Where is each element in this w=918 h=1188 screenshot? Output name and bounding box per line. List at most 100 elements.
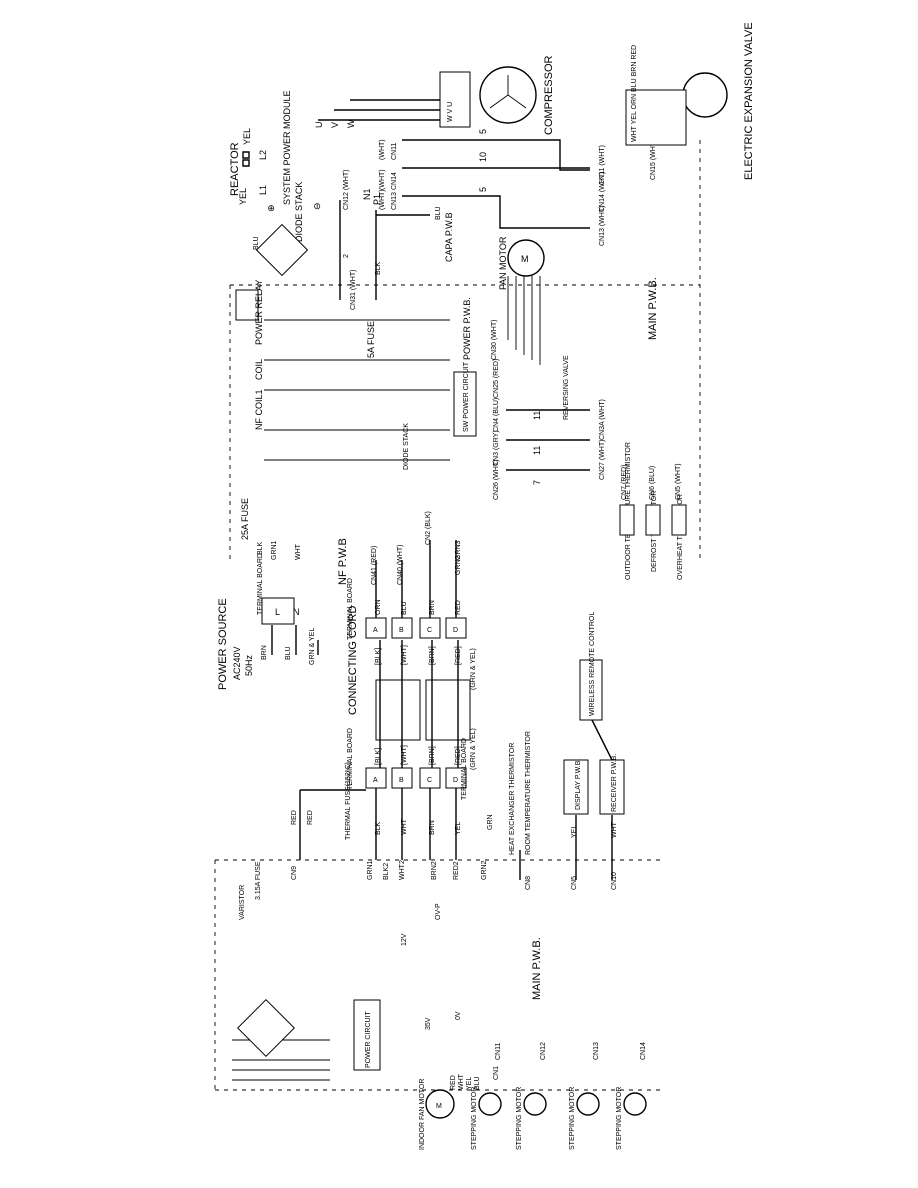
power-voltage: AC240V bbox=[232, 646, 242, 680]
indoor-cn1-label: CN1 bbox=[493, 1066, 500, 1080]
p1-label: P1 bbox=[372, 194, 382, 205]
thermistor-3 bbox=[671, 504, 687, 536]
receiver-pwb-label: RECEIVER P.W.B. bbox=[611, 754, 618, 812]
tb-d: D bbox=[453, 627, 458, 634]
room-temp-thermistor-label: ROOM TEMPERATURE THERMISTOR bbox=[525, 731, 532, 855]
power-circuit-label: POWER CIRCUIT bbox=[365, 1011, 372, 1069]
eev-wires: WHT YEL ORN BLU BRN RED bbox=[631, 45, 638, 142]
cn6-label: CN6 (BLU) bbox=[649, 466, 656, 500]
ps-blu: BLU bbox=[285, 646, 292, 660]
fuse-25a-label: 25A FUSE bbox=[240, 498, 250, 540]
eev-connector bbox=[625, 89, 687, 146]
power-pwb-label: POWER P.W.B. bbox=[462, 297, 472, 360]
cn9-label: CN9 bbox=[291, 866, 298, 880]
power-relay-label: POWER RELAY bbox=[254, 280, 264, 345]
eev-label: ELECTRIC EXPANSION VALVE bbox=[743, 22, 755, 180]
capa-blu: BLU bbox=[435, 206, 442, 220]
compressor: W V U COMPRESSOR bbox=[439, 55, 555, 135]
compressor-label: COMPRESSOR bbox=[543, 55, 555, 135]
cn41-label: CN41 (RED) bbox=[371, 546, 378, 585]
sw-power-circuit-label: SW POWER CIRCUIT bbox=[463, 361, 470, 432]
power-source-label: POWER SOURCE bbox=[217, 598, 229, 690]
reversing-valve-label: REVERSING VALVE bbox=[563, 355, 570, 420]
tb-top-wires bbox=[375, 540, 457, 618]
cn11-color: (WHT) bbox=[379, 139, 386, 160]
capa-pwb: CN12 (WHT) CAPA P.W.B CN31 (WHT) 2 BLK B… bbox=[339, 170, 454, 310]
outdoor-harness bbox=[402, 139, 590, 229]
overheat-thermistor-label: OVERHEAT THERMISTOR bbox=[677, 494, 684, 580]
motor-cn13: CN13 bbox=[593, 1042, 600, 1060]
spm-minus: ⊖ bbox=[312, 202, 322, 210]
coil-label: COIL bbox=[254, 359, 264, 380]
diode-stack-label: DIODE STACK bbox=[294, 182, 304, 242]
fuse-315a-label: 3.15A FUSE bbox=[255, 861, 262, 900]
indoor-tb-label: TERMINAL BOARD bbox=[347, 728, 354, 790]
reactor-label: REACTOR bbox=[229, 142, 241, 196]
spm-plus: ⊕ bbox=[266, 204, 276, 212]
diode-bridge bbox=[255, 223, 309, 277]
compressor-windings bbox=[489, 75, 527, 109]
motor-cn11: CN11 bbox=[495, 1043, 502, 1060]
wire-count-7: 7 bbox=[532, 480, 542, 485]
cord-in-red: [RED] bbox=[455, 746, 462, 765]
cn25-label: CN25 (RED) bbox=[493, 359, 500, 398]
in-grn: GRN bbox=[487, 814, 494, 830]
fan-motor-wires bbox=[507, 276, 541, 365]
cn3a-label: CN3A (WHT) bbox=[599, 399, 606, 440]
tb-n: N bbox=[293, 607, 300, 617]
cn13-main: CN13 (WHT) bbox=[599, 206, 606, 246]
reactor-l2: L2 bbox=[258, 150, 268, 160]
outdoor-abcd-terminal: TERMINAL BOARD A B C D ORN BLU BRN RED [… bbox=[347, 540, 467, 665]
spm-label: SYSTEM POWER MODULE bbox=[282, 90, 292, 205]
reactor-wire-2: YEL bbox=[238, 188, 248, 205]
lead-u: U bbox=[314, 122, 324, 129]
fuse-5a-label: 5A FUSE bbox=[366, 321, 376, 358]
outdoor-tb-label-2: TERMINAL BOARD bbox=[347, 578, 354, 640]
ovp-label: OV-P bbox=[435, 903, 442, 920]
cord-grn-yel-2: (GRN & YEL) bbox=[470, 728, 477, 770]
itb-c: C bbox=[427, 777, 432, 784]
fan-motor-symbol bbox=[507, 239, 545, 277]
fan-motor-m: M bbox=[521, 254, 529, 264]
connecting-cord: CONNECTING CORD (GRN & YEL) (GRN & YEL) … bbox=[347, 606, 477, 780]
stepping-motors: STEPPING MOTOR STEPPING MOTOR STEPPING M… bbox=[471, 1042, 647, 1150]
in-wire-wht: WHT bbox=[401, 818, 408, 835]
motor-cn12: CN12 bbox=[540, 1042, 547, 1060]
cord-box-2 bbox=[425, 679, 471, 741]
indoor-bridge bbox=[237, 999, 295, 1057]
lead-v: V bbox=[330, 122, 340, 128]
tb-b-wire: BLU bbox=[401, 601, 408, 615]
indoor-grn2: GRN2 bbox=[481, 860, 488, 880]
outdoor-fan-motor: M FAN MOTOR bbox=[498, 236, 545, 365]
tb-a-color: [BLK] bbox=[375, 648, 382, 665]
outdoor-thermistors: CN7 (RED) CN6 (BLU) CN5 (WHT) OUTDOOR TE… bbox=[619, 442, 687, 580]
cn31-label: CN31 (WHT) bbox=[350, 270, 357, 310]
outdoor-main-pwb-label: MAIN P.W.B. bbox=[647, 277, 659, 340]
cn14-top: CN14 bbox=[391, 172, 398, 190]
cord-in-wht: [WHT] bbox=[401, 745, 408, 765]
compressor-terminals: W V U bbox=[447, 102, 454, 122]
receiver-wht: WHT bbox=[611, 821, 618, 838]
wireless-remote-box bbox=[579, 659, 603, 721]
cord-box-1 bbox=[375, 679, 421, 741]
tb-l-box bbox=[261, 597, 295, 625]
stepping-motor-1-symbol bbox=[478, 1092, 502, 1116]
electric-expansion-valve: WHT YEL ORN BLU BRN RED ELECTRIC EXPANSI… bbox=[625, 22, 755, 180]
itb-d: D bbox=[453, 777, 458, 784]
blk2-label: BLK2 bbox=[383, 863, 390, 880]
display-pwb-box bbox=[563, 759, 589, 815]
power-relay-box bbox=[235, 289, 259, 321]
in-wire-yel: YEL bbox=[455, 822, 462, 835]
tb-a: A bbox=[373, 627, 378, 634]
stepping-motor-4-label: STEPPING MOTOR bbox=[616, 1087, 623, 1150]
wire-count-5a: 5 bbox=[478, 129, 488, 134]
ps-grn: GRN & YEL bbox=[309, 628, 316, 665]
reversing-valve-area: REVERSING VALVE CN25 (RED) CN4 (BLU) CN3… bbox=[493, 355, 606, 500]
cn4-label: CN4 (BLU) bbox=[493, 398, 500, 432]
ps-blk: BLK bbox=[257, 541, 264, 555]
display-yel: YEL bbox=[571, 825, 578, 838]
brn2-label: BRN2 bbox=[431, 861, 438, 880]
v0a-label: 0V bbox=[455, 1011, 462, 1020]
connecting-cord-label: CONNECTING CORD bbox=[347, 606, 359, 715]
